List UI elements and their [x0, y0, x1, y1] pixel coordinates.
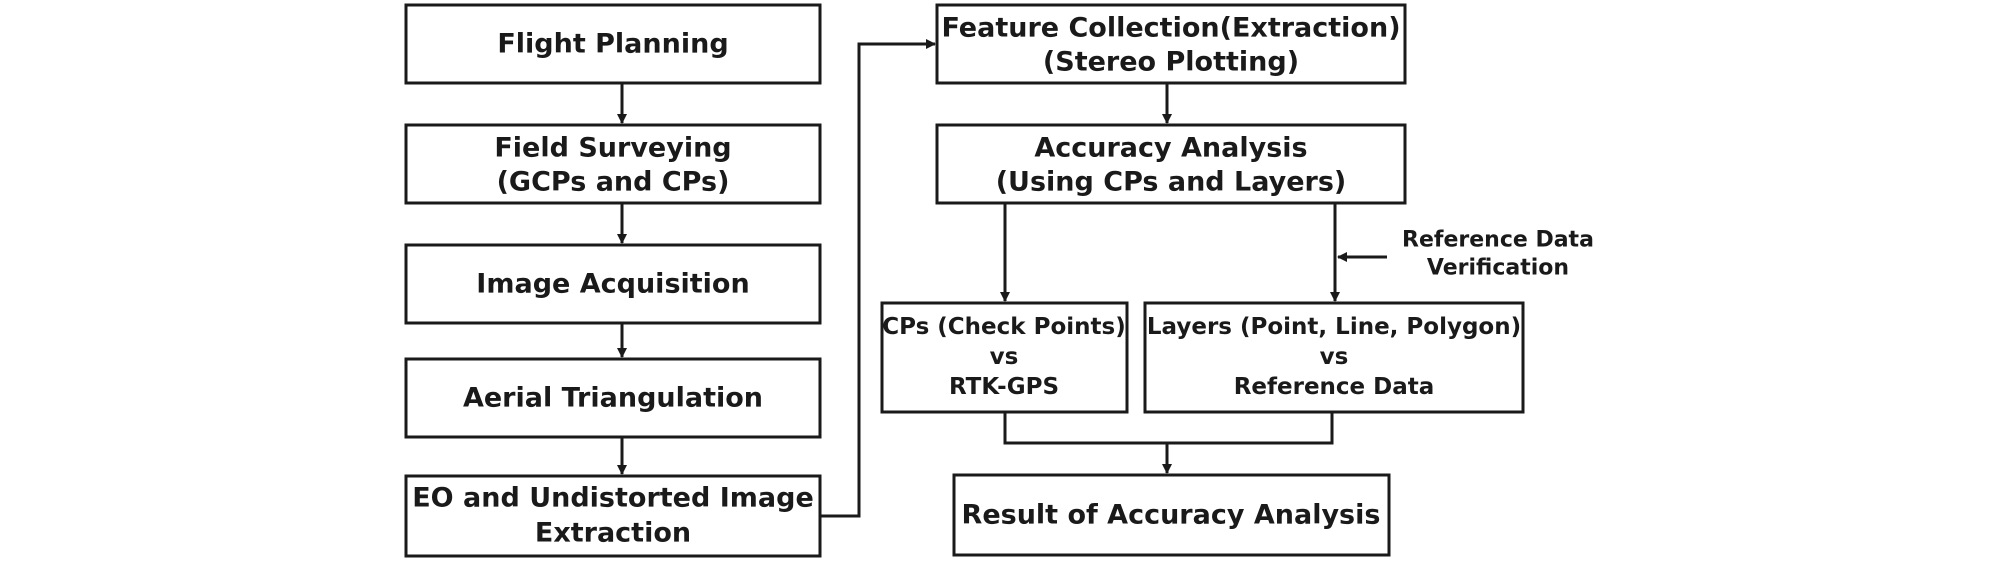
result-label: Result of Accuracy Analysis	[962, 500, 1381, 531]
layers-vs-reference-box: Layers (Point, Line, Polygon) vs Referen…	[1143, 301, 1525, 414]
cps-vs-rtk-vs: vs	[990, 344, 1019, 370]
connector-cps-to-merge	[1003, 412, 1334, 445]
cps-vs-rtk-label: CPs (Check Points)	[882, 314, 1125, 340]
aerial-triangulation-label: Aerial Triangulation	[463, 383, 763, 414]
layers-vs-reference-sublabel: Reference Data	[1234, 374, 1435, 400]
eo-extraction-sublabel: Extraction	[535, 518, 691, 549]
arrow-eo-to-feature-collection	[820, 39, 936, 518]
field-surveying-sublabel: (GCPs and CPs)	[497, 167, 730, 198]
flight-planning-box: Flight Planning	[404, 3, 822, 85]
aerial-triangulation-box: Aerial Triangulation	[404, 357, 822, 439]
result-box: Result of Accuracy Analysis	[952, 473, 1391, 557]
cps-vs-rtk-sublabel: RTK-GPS	[949, 374, 1059, 400]
eo-extraction-box: EO and Undistorted Image Extraction	[404, 474, 822, 558]
field-surveying-box: Field Surveying (GCPs and CPs)	[404, 123, 822, 205]
image-acquisition-box: Image Acquisition	[404, 243, 822, 325]
accuracy-analysis-box: Accuracy Analysis (Using CPs and Layers)	[935, 123, 1407, 205]
flight-planning-label: Flight Planning	[497, 29, 728, 60]
feature-collection-label: Feature Collection(Extraction)	[941, 13, 1400, 44]
reference-data-verification-note: Reference Data Verification	[1402, 228, 1594, 281]
layers-vs-reference-label: Layers (Point, Line, Polygon)	[1147, 314, 1521, 340]
feature-collection-sublabel: (Stereo Plotting)	[1043, 47, 1299, 78]
note-line1: Reference Data	[1402, 228, 1594, 253]
accuracy-analysis-label: Accuracy Analysis	[1034, 133, 1307, 164]
note-line2: Verification	[1427, 256, 1569, 281]
image-acquisition-label: Image Acquisition	[476, 269, 749, 300]
accuracy-analysis-sublabel: (Using CPs and Layers)	[996, 167, 1347, 198]
eo-extraction-label: EO and Undistorted Image	[412, 483, 814, 514]
cps-vs-rtk-box: CPs (Check Points) vs RTK-GPS	[880, 301, 1129, 414]
feature-collection-box: Feature Collection(Extraction) (Stereo P…	[935, 3, 1407, 85]
field-surveying-label: Field Surveying	[494, 133, 731, 164]
layers-vs-reference-vs: vs	[1320, 344, 1349, 370]
